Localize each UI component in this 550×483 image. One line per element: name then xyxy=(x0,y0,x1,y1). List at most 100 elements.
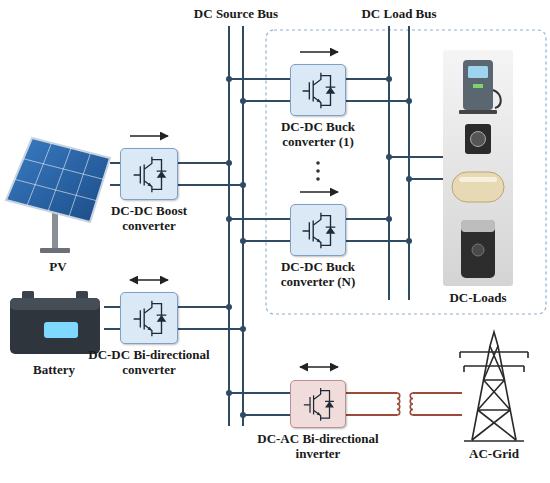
pv-grid xyxy=(15,143,104,217)
label-group: DC-AC Bi-directional inverter xyxy=(252,432,384,462)
transformer-coil xyxy=(397,393,400,415)
wire xyxy=(178,184,243,186)
node-label: DC-DC Bi-directional converter xyxy=(83,348,215,378)
tower-legs xyxy=(472,332,516,440)
flow-arrow xyxy=(300,191,338,193)
wire xyxy=(229,218,290,220)
converter-box: DC-DC Buck converter (1) xyxy=(290,64,346,116)
wire xyxy=(110,184,120,186)
label-group: DC-DC Buck converter (N) xyxy=(270,260,366,290)
node-label: DC-DC Buck converter (N) xyxy=(270,260,366,290)
igbt-symbol xyxy=(304,388,334,421)
wire-pair xyxy=(226,76,290,104)
label-group: AC-Grid xyxy=(469,447,519,462)
tower-lattice xyxy=(464,346,524,441)
ellipsis-dot xyxy=(316,161,320,165)
node-label: DC Load Bus xyxy=(361,7,436,22)
transformer-coil xyxy=(410,393,413,415)
wire-pair xyxy=(110,163,120,185)
wire xyxy=(346,78,389,80)
wire-pair xyxy=(226,216,290,244)
wire xyxy=(229,392,290,394)
load-panel: DC-Loads xyxy=(443,50,513,286)
pv-array: PV xyxy=(6,135,110,255)
wire xyxy=(243,240,290,242)
label-group: DC Load Bus xyxy=(361,7,436,22)
wire xyxy=(409,178,443,180)
ellipsis-dot xyxy=(316,177,320,181)
wire xyxy=(178,306,229,308)
label-group: DC-DC Buck converter (1) xyxy=(270,120,366,150)
wire xyxy=(389,156,443,158)
igbt-symbol xyxy=(134,157,167,193)
wire xyxy=(178,328,243,330)
battery-indicator xyxy=(44,322,78,338)
pv-pole xyxy=(52,212,58,250)
wire xyxy=(229,78,290,80)
wire-pair xyxy=(346,216,412,244)
ellipsis-dot xyxy=(316,169,320,173)
flow-arrow xyxy=(130,135,168,137)
igbt-symbol xyxy=(303,213,336,249)
flow-arrow xyxy=(300,51,338,53)
flow-arrow xyxy=(130,279,168,281)
igbt-symbol xyxy=(303,73,336,109)
converter-box: DC-DC Buck converter (N) xyxy=(290,204,346,256)
igbt-icon xyxy=(291,205,345,255)
wire xyxy=(346,414,462,416)
load-icons xyxy=(443,50,513,286)
node-label: PV xyxy=(49,260,66,275)
wire-pair xyxy=(226,390,290,418)
wire xyxy=(346,392,462,394)
wire-pair xyxy=(346,393,462,415)
node-label: DC-DC Buck converter (1) xyxy=(270,120,366,150)
wire-pair xyxy=(178,304,246,332)
wire-pair xyxy=(386,154,443,182)
converter-box: DC-DC Bi-directional converter xyxy=(120,292,178,344)
grid-tower xyxy=(460,332,528,441)
label-group: PV xyxy=(49,260,66,275)
wire xyxy=(346,100,409,102)
wire xyxy=(243,414,290,416)
node-label: DC Source Bus xyxy=(194,7,278,22)
wire-pair xyxy=(178,160,246,188)
node-label: DC-Loads xyxy=(449,291,506,306)
node-label: DC-DC Boost converter xyxy=(101,204,197,234)
node-label: AC-Grid xyxy=(469,447,519,462)
flow-arrow xyxy=(300,366,338,368)
bus-bar: DC Load Bus xyxy=(388,26,410,300)
label-group: DC Source Bus xyxy=(194,7,278,22)
load-illustration xyxy=(452,60,504,278)
label-group: Battery xyxy=(33,363,75,378)
igbt-icon xyxy=(121,149,177,199)
pv-base xyxy=(40,248,70,253)
node-label: Battery xyxy=(33,363,75,378)
converter-box: DC-DC Boost converter xyxy=(120,148,178,200)
wire xyxy=(110,162,120,164)
bus-bar: DC Source Bus xyxy=(228,26,244,426)
igbt-icon xyxy=(291,65,345,115)
label-group: DC-DC Bi-directional converter xyxy=(83,348,215,378)
wire xyxy=(346,240,409,242)
wire-pair xyxy=(104,307,120,329)
wire xyxy=(243,100,290,102)
battery-body xyxy=(10,298,100,354)
wire-pair xyxy=(346,76,412,104)
wire xyxy=(178,162,229,164)
wire xyxy=(104,306,120,308)
igbt-symbol xyxy=(134,301,167,337)
igbt-icon xyxy=(121,293,177,343)
igbt-icon xyxy=(291,381,345,427)
grid-tower: AC-Grid xyxy=(462,330,526,442)
load-region xyxy=(266,30,546,314)
label-group: DC-DC Boost converter xyxy=(101,204,197,234)
wire xyxy=(104,328,120,330)
wire xyxy=(346,218,389,220)
battery-lid xyxy=(10,298,100,310)
node-label: DC-AC Bi-directional inverter xyxy=(252,432,384,462)
pv-panel xyxy=(6,138,110,222)
inverter-box: DC-AC Bi-directional inverter xyxy=(290,380,346,428)
label-group: DC-Loads xyxy=(449,291,506,306)
